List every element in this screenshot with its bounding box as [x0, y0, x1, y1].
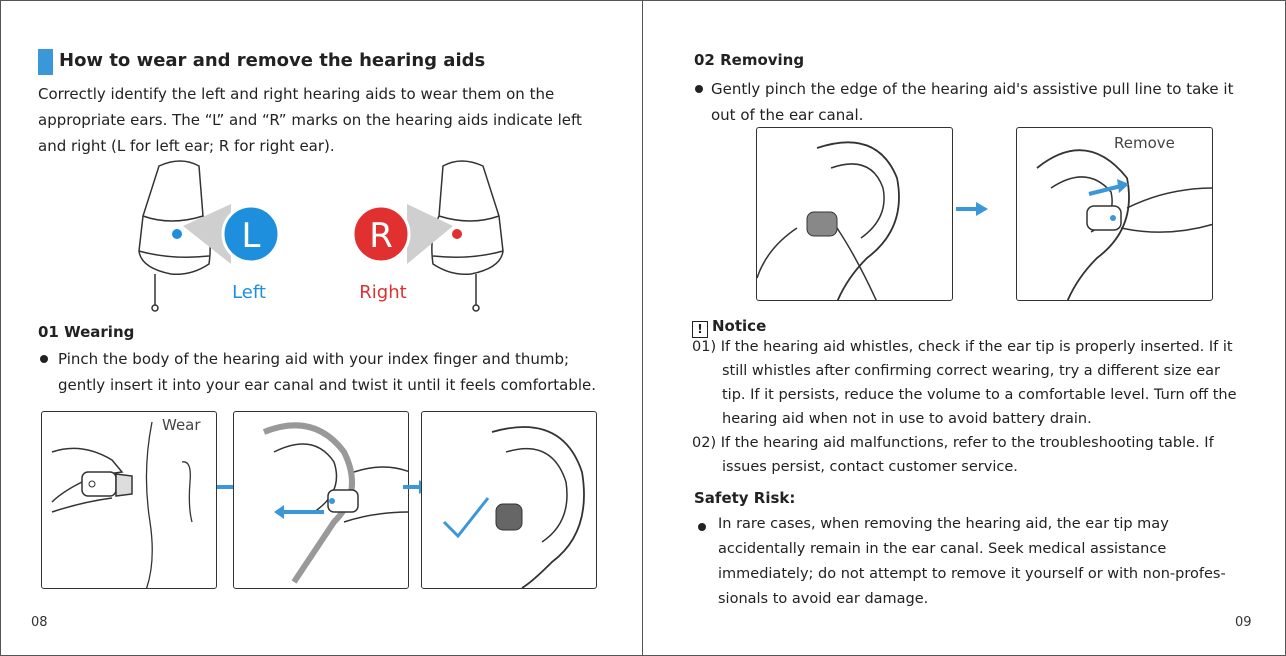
removing-line: out of the ear canal.: [711, 106, 864, 124]
bullet-dot: [695, 85, 703, 93]
left-label: Left: [232, 282, 266, 303]
bullet-dot: [40, 355, 48, 363]
wearing-heading: 01 Wearing: [38, 323, 135, 341]
wear-step3-image: [421, 411, 597, 589]
right-page: 02 Removing Gently pinch the edge of the…: [643, 0, 1286, 656]
safety-line: In rare cases, when removing the hearing…: [718, 516, 1169, 532]
left-badge-letter: L: [242, 216, 261, 256]
wear-step3-illustration: [442, 426, 585, 588]
wearing-paragraph: Pinch the body of the hearing aid with y…: [58, 346, 633, 398]
right-label: Right: [359, 282, 406, 303]
left-pointer-cone: [183, 204, 231, 264]
wearing-line: gently insert it into your ear canal and…: [58, 376, 597, 394]
wear-step2-illustration: [262, 422, 408, 584]
safety-line: immediately; do not attempt to remove it…: [718, 566, 1226, 582]
wear-step2-image: [233, 411, 409, 589]
right-badge-letter: R: [369, 216, 393, 256]
remove-step2-image: Remove: [1016, 127, 1213, 301]
page-title: How to wear and remove the hearing aids: [59, 50, 486, 71]
wear-step1-image: Wear: [41, 411, 217, 589]
safety-line: sionals to avoid ear damage.: [718, 591, 929, 607]
page-number-right: 09: [1235, 615, 1252, 630]
title-accent-bar: [38, 49, 53, 75]
arrow-right-icon: [956, 202, 988, 216]
notice-line: 02) If the hearing aid malfunctions, ref…: [692, 435, 1214, 451]
wear-step1-illustration: [51, 421, 193, 588]
right-hearing-aid-illustration: [431, 160, 504, 312]
exclamation-icon: !: [692, 321, 708, 338]
notice-line: hearing aid when not in use to avoid bat…: [722, 411, 1092, 427]
notice-line: issues persist, contact customer service…: [722, 459, 1018, 475]
left-badge: [221, 204, 281, 264]
remove-label: Remove: [1114, 134, 1175, 152]
page-number-left: 08: [31, 615, 48, 630]
wearing-line: Pinch the body of the hearing aid with y…: [58, 350, 570, 368]
intro-line: and right (L for left ear; R for right e…: [38, 137, 335, 155]
safety-paragraph: In rare cases, when removing the hearing…: [718, 512, 1278, 612]
right-pointer-cone: [407, 204, 453, 264]
notice-heading-text: Notice: [712, 317, 767, 335]
wear-label: Wear: [162, 416, 201, 434]
removing-heading: 02 Removing: [694, 51, 805, 69]
remove-step1-image: [756, 127, 953, 301]
remove-step1-illustration: [757, 141, 900, 300]
notice-paragraph: 01) If the hearing aid whistles, check i…: [692, 335, 1282, 479]
left-right-diagram: L Left R Right: [138, 160, 504, 312]
right-badge: [351, 204, 411, 264]
removing-line: Gently pinch the edge of the hearing aid…: [711, 80, 1234, 98]
intro-paragraph: Correctly identify the left and right he…: [38, 81, 628, 159]
notice-line: tip. If it persists, reduce the volume t…: [722, 387, 1237, 403]
left-page: How to wear and remove the hearing aids …: [0, 0, 643, 656]
intro-line: Correctly identify the left and right he…: [38, 85, 555, 103]
remove-step2-illustration: [1036, 149, 1212, 300]
intro-line: appropriate ears. The “L” and “R” marks …: [38, 111, 582, 129]
notice-line: 01) If the hearing aid whistles, check i…: [692, 339, 1233, 355]
removing-paragraph: Gently pinch the edge of the hearing aid…: [711, 76, 1271, 128]
left-hearing-aid-illustration: [138, 160, 211, 312]
notice-line: still whistles after confirming correct …: [722, 363, 1220, 379]
safety-line: accidentally remain in the ear canal. Se…: [718, 541, 1167, 557]
notice-heading: !Notice: [692, 317, 766, 338]
safety-heading: Safety Risk:: [694, 489, 796, 507]
bullet-dot: [698, 523, 706, 531]
